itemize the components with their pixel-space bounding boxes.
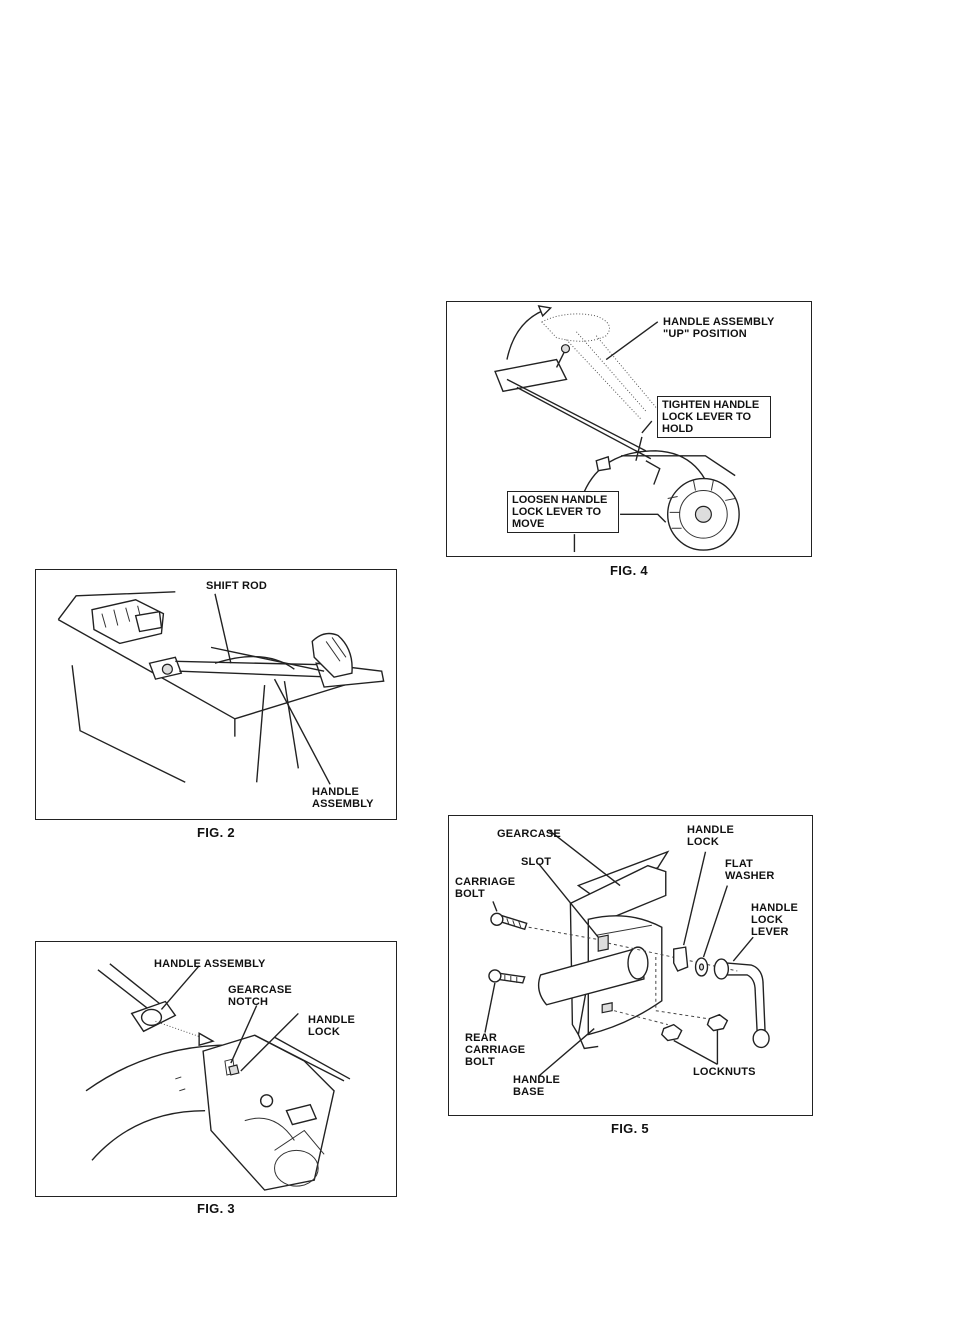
figure-5-illustration — [484, 829, 770, 1077]
figure-5: GEARCASE HANDLE LOCK SLOT FLAT WASHER CA… — [448, 815, 813, 1116]
figure-4: HANDLE ASSEMBLY "UP" POSITION TIGHTEN HA… — [446, 301, 812, 557]
label-carriage-bolt: CARRIAGE BOLT — [455, 876, 516, 900]
figure-3-illustration — [85, 963, 351, 1191]
label-handle-lock: HANDLE LOCK — [308, 1014, 356, 1038]
label-locknuts: LOCKNUTS — [693, 1066, 756, 1078]
figure-5-caption: FIG. 5 — [611, 1121, 649, 1136]
label-rear-carriage-bolt: REAR CARRIAGE BOLT — [465, 1032, 526, 1068]
figure-4-caption: FIG. 4 — [610, 563, 648, 578]
label-handle-lock-lever: HANDLE LOCK LEVER — [751, 902, 799, 938]
label-loosen-lever: LOOSEN HANDLE LOCK LEVER TO MOVE — [507, 491, 619, 533]
figure-2: SHIFT ROD HANDLE ASSEMBLY — [35, 569, 397, 820]
figure-2-illustration — [57, 591, 385, 785]
label-flat-washer: FLAT WASHER — [725, 858, 775, 882]
label-slot: SLOT — [521, 856, 552, 868]
figure-3-caption: FIG. 3 — [197, 1201, 235, 1216]
figure-2-caption: FIG. 2 — [197, 825, 235, 840]
label-tighten-lever: TIGHTEN HANDLE LOCK LEVER TO HOLD — [657, 396, 771, 438]
label-gearcase-notch: GEARCASE NOTCH — [228, 984, 292, 1008]
label-handle-base: HANDLE BASE — [513, 1074, 561, 1098]
label-handle-up-position: HANDLE ASSEMBLY "UP" POSITION — [663, 316, 775, 340]
label-gearcase: GEARCASE — [497, 828, 561, 840]
label-handle-assembly: HANDLE ASSEMBLY — [312, 786, 374, 810]
label-shift-rod: SHIFT ROD — [206, 580, 268, 592]
figure-4-illustration — [494, 305, 740, 553]
figure-3: HANDLE ASSEMBLY GEARCASE NOTCH HANDLE LO… — [35, 941, 397, 1197]
label-handle-assembly: HANDLE ASSEMBLY — [154, 958, 266, 970]
label-handle-lock: HANDLE LOCK — [687, 824, 735, 848]
